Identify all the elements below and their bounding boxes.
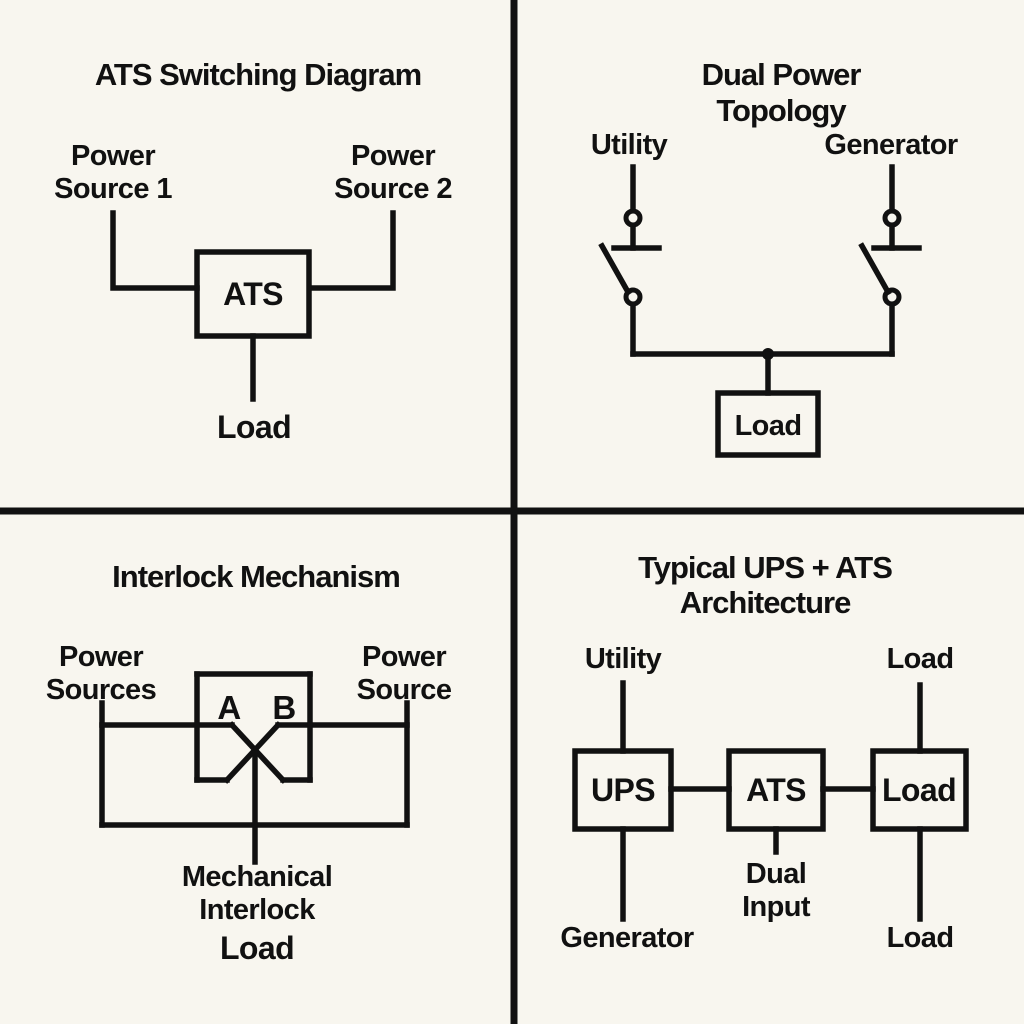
generator-switch-top-contact bbox=[882, 208, 902, 228]
generator-switch-blade bbox=[858, 242, 892, 296]
generator-switch-hinge bbox=[882, 287, 902, 307]
dual-power-title: Dual Power Topology bbox=[701, 57, 862, 128]
pole-b-label: B bbox=[272, 689, 296, 726]
ats-box-label: ATS bbox=[223, 276, 283, 312]
ats-load-label: Load bbox=[216, 409, 292, 445]
source2-wire bbox=[307, 210, 396, 291]
utility-switch-top-contact bbox=[623, 208, 643, 228]
ups-utility-label: Utility bbox=[584, 643, 662, 675]
ats-switching-title: ATS Switching Diagram bbox=[94, 57, 422, 92]
ups-generator-label: Generator bbox=[560, 922, 694, 954]
generator-label: Generator bbox=[824, 129, 958, 161]
ats2-box-label: ATS bbox=[746, 772, 806, 808]
source1-wire bbox=[110, 210, 200, 291]
ups-box-label: UPS bbox=[591, 772, 656, 808]
ups-ats-title: Typical UPS + ATS Architecture bbox=[638, 550, 893, 620]
power-source-1-label: Power Source 1 bbox=[54, 140, 172, 205]
power-source-right-label: Power Source bbox=[356, 641, 452, 706]
interlock-title: Interlock Mechanism bbox=[112, 559, 401, 594]
power-source-2-label: Power Source 2 bbox=[334, 140, 452, 205]
interlock-load-label: Load bbox=[219, 930, 295, 966]
dual-power-load-box bbox=[715, 390, 821, 458]
load2-box-label: Load bbox=[881, 772, 957, 808]
pole-a-label: A bbox=[217, 689, 241, 726]
power-sources-left-label: Power Sources bbox=[45, 641, 157, 706]
utility-switch-blade bbox=[598, 242, 632, 296]
dual-power-load-label: Load bbox=[734, 410, 802, 442]
ups-load-bottom-label: Load bbox=[886, 922, 954, 954]
ups-load-top-label: Load bbox=[886, 643, 954, 675]
dual-input-label: Dual Input bbox=[742, 858, 810, 923]
utility-label: Utility bbox=[590, 129, 668, 161]
utility-switch-hinge bbox=[623, 287, 643, 307]
mechanical-interlock-label: Mechanical Interlock bbox=[181, 861, 333, 926]
